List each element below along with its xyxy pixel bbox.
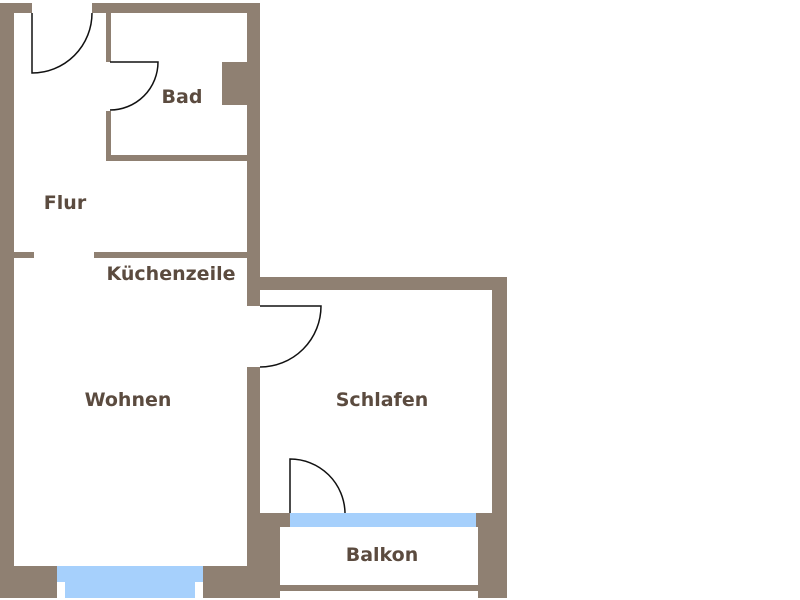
bad-shaft [222, 62, 247, 105]
wall-top-right [92, 3, 260, 13]
wall-flur-right [94, 252, 247, 258]
walls [0, 3, 507, 598]
room-label-bad: Bad [161, 86, 203, 108]
room-label-balkon: Balkon [345, 544, 419, 566]
wall-balkon-right [478, 513, 507, 598]
room-label-flur: Flur [43, 192, 87, 214]
window-wohnen [57, 566, 203, 582]
wall-middle-lower [247, 367, 260, 598]
window-wohnen-sill [65, 582, 195, 598]
wall-bad-bottom [106, 155, 247, 161]
wall-schlafen-top [247, 277, 507, 290]
door-bad [109, 61, 159, 111]
wall-left [0, 3, 14, 598]
door-balkon [289, 458, 346, 514]
wall-bad-upper [106, 13, 111, 62]
door-entrance [31, 12, 93, 74]
wall-bad-lower [106, 111, 111, 161]
wall-top-left [0, 3, 32, 13]
room-label-kuechenzeile: Küchenzeile [106, 263, 236, 285]
wall-wohnen-bottom-right [203, 566, 260, 598]
wall-wohnen-bottom-left [0, 566, 57, 598]
door-schlafen [259, 305, 322, 368]
room-label-schlafen: Schlafen [335, 389, 429, 411]
windows [57, 513, 476, 598]
doors [31, 12, 346, 514]
window-schlafen [290, 513, 476, 527]
wall-flur-left [14, 252, 34, 258]
room-label-wohnen: Wohnen [84, 389, 172, 411]
wall-balkon-bottom [280, 585, 478, 591]
wall-balkon-left [260, 513, 280, 598]
wall-right-upper [247, 3, 260, 306]
